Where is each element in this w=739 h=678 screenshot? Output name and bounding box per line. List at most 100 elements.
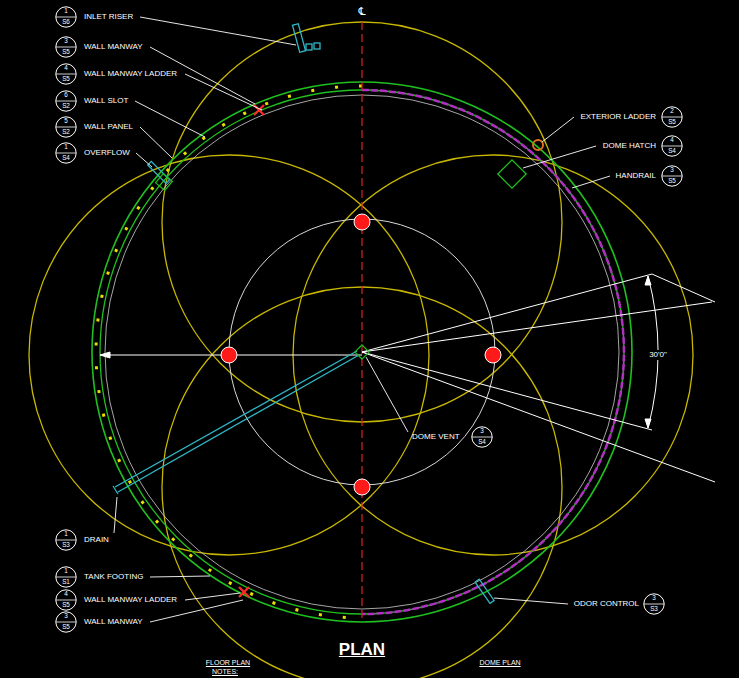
- sheet-number: S5: [55, 602, 77, 608]
- bubble-divider: [56, 622, 76, 623]
- detail-number: 1: [55, 531, 77, 537]
- inlet-riser-box: [306, 44, 312, 50]
- bubble-circle: [56, 530, 76, 550]
- overflow-box: [156, 174, 173, 191]
- bubble-circle: [56, 37, 76, 57]
- sheet-number: S2: [55, 103, 77, 109]
- part-label: WALL MANWAY LADDER: [84, 70, 177, 78]
- callout-bubble: 3S5: [661, 165, 683, 187]
- detail-number: 4: [55, 65, 77, 71]
- dimension-arrow: [645, 276, 651, 285]
- leader-line: [572, 176, 610, 188]
- part-label: WALL MANWAY: [84, 618, 143, 626]
- sheet-number: S4: [471, 439, 493, 445]
- bubble-circle: [56, 117, 76, 137]
- angle-line: [362, 274, 652, 352]
- sheet-number: S6: [55, 19, 77, 25]
- sheet-number: S3: [643, 606, 665, 612]
- overflow-pipe: [148, 161, 170, 183]
- bubble-divider: [56, 600, 76, 601]
- detail-number: 1: [55, 144, 77, 150]
- exterior-ladder-symbol: [533, 140, 543, 150]
- detail-number: 3: [471, 428, 493, 434]
- sheet-number: S2: [55, 129, 77, 135]
- callout-bubble: 4S4: [661, 135, 683, 157]
- extension-line: [362, 352, 715, 482]
- extension-line: [362, 302, 712, 352]
- detail-number: 4: [55, 591, 77, 597]
- dome-vent-symbol: [355, 345, 369, 359]
- dimension-arrow: [645, 419, 651, 428]
- bubble-circle: [56, 91, 76, 111]
- detail-number: 3: [55, 38, 77, 44]
- part-label: ODOR CONTROL: [574, 600, 639, 608]
- callout-bubble: 1S1: [55, 566, 77, 588]
- part-label: INLET RISER: [84, 13, 133, 21]
- leader-lines: [114, 17, 610, 622]
- leader-line: [523, 146, 596, 168]
- angle-line: [362, 352, 652, 430]
- sheet-number: S4: [55, 155, 77, 161]
- bubble-divider: [56, 153, 76, 154]
- wall-slot-marks: [96, 86, 362, 618]
- bubble-circle: [56, 612, 76, 632]
- view-label: FLOOR PLAN: [206, 659, 250, 666]
- callout-bubble: 2S5: [661, 106, 683, 128]
- centerline-symbol: ℄: [358, 6, 365, 17]
- part-label: HANDRAIL: [616, 172, 656, 180]
- inlet-riser-symbol: [292, 24, 320, 53]
- bubble-divider: [662, 117, 682, 118]
- bubble-circle: [56, 590, 76, 610]
- bubble-circle: [56, 7, 76, 27]
- detail-number: 1: [55, 8, 77, 14]
- leader-line: [542, 117, 574, 142]
- bubble-divider: [662, 146, 682, 147]
- callout-bubble: 6S2: [55, 90, 77, 112]
- part-label: EXTERIOR LADDER: [580, 113, 656, 121]
- detail-number: 3: [643, 595, 665, 601]
- bubble-circle: [662, 107, 682, 127]
- sheet-number: S5: [55, 76, 77, 82]
- bubble-circle: [662, 166, 682, 186]
- callout-bubble: 3S5: [55, 611, 77, 633]
- view-label: DOME PLAN: [479, 659, 520, 666]
- callout-bubble: 3S5: [55, 36, 77, 58]
- support-dot: [354, 479, 370, 495]
- sheet-number: S5: [55, 624, 77, 630]
- bubble-divider: [56, 127, 76, 128]
- leader-line: [140, 127, 172, 158]
- dimension-label: 30'0": [647, 350, 669, 360]
- part-label: DRAIN: [84, 536, 109, 544]
- callout-bubble: 1S4: [55, 142, 77, 164]
- bubble-circle: [56, 64, 76, 84]
- bubble-divider: [662, 176, 682, 177]
- support-dot: [354, 214, 370, 230]
- support-dot: [485, 347, 501, 363]
- detail-number: 6: [55, 92, 77, 98]
- part-label: WALL MANWAY: [84, 43, 143, 51]
- bubble-circle: [56, 567, 76, 587]
- sheet-number: S4: [661, 148, 683, 154]
- bubble-circle: [662, 136, 682, 156]
- bubble-divider: [56, 540, 76, 541]
- callout-bubble: 3S3: [643, 593, 665, 615]
- part-label: WALL PANEL: [84, 123, 133, 131]
- leader-line: [150, 576, 210, 577]
- sheet-number: S1: [55, 579, 77, 585]
- leader-line: [185, 74, 262, 110]
- leader-line: [114, 497, 117, 533]
- leader-line: [494, 598, 568, 604]
- part-label: DOME VENT: [412, 433, 460, 441]
- callout-bubble: 4S5: [55, 589, 77, 611]
- bubble-divider: [472, 437, 492, 438]
- callout-bubble: 5S2: [55, 116, 77, 138]
- sheet-number: S5: [661, 119, 683, 125]
- part-label: DOME HATCH: [603, 142, 656, 150]
- center-line: [361, 22, 362, 622]
- part-label: OVERFLOW: [84, 149, 130, 157]
- layout-circles: [29, 22, 693, 678]
- drain-pipe-edge: [115, 351, 357, 487]
- drawing-title: PLAN: [339, 641, 385, 658]
